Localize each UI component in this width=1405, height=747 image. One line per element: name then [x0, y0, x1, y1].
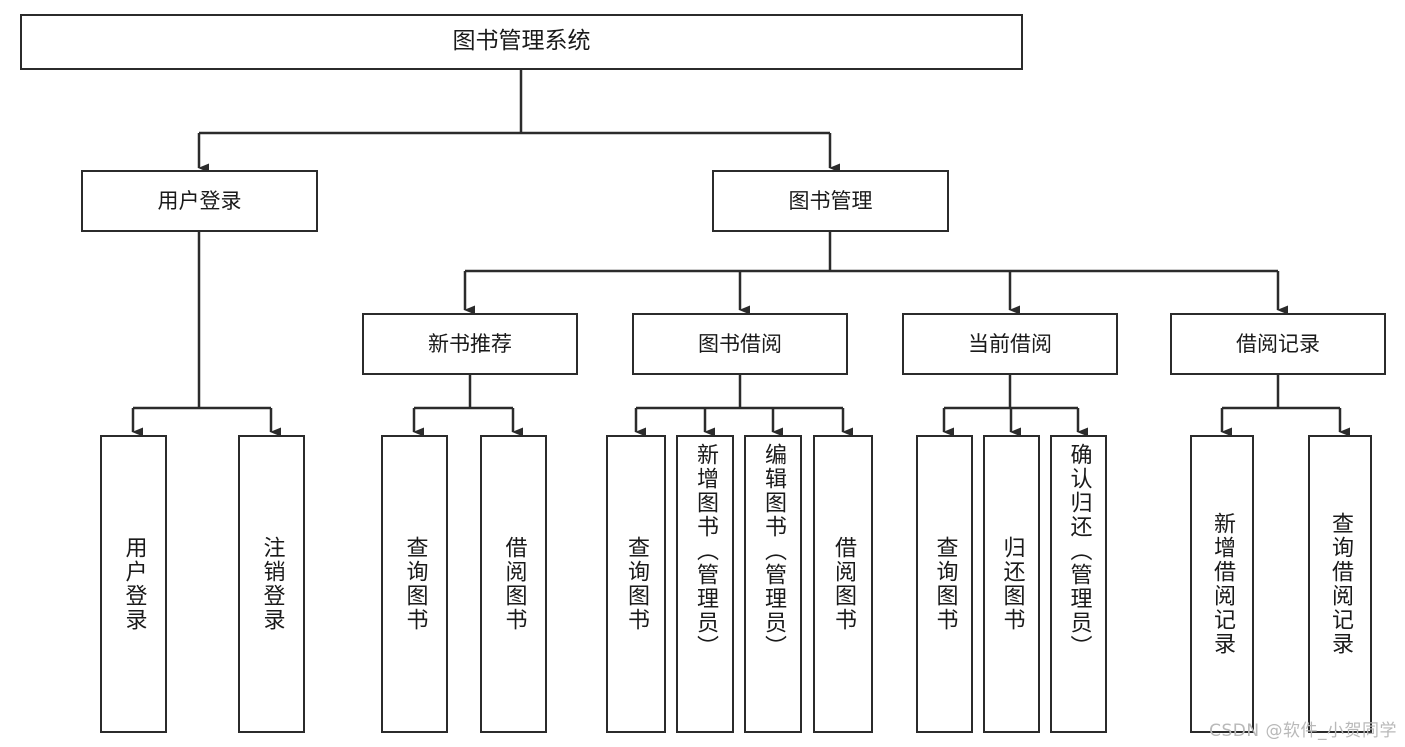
- leaf-edit-book-label: 编辑图书（管理员）: [761, 443, 786, 659]
- node-root[interactable]: 图书管理系统: [20, 14, 1023, 70]
- leaf-borrow-book-2[interactable]: 借阅图书: [813, 435, 873, 733]
- leaf-query-book-1-label: 查询图书: [402, 536, 428, 632]
- leaf-return-book-label: 归还图书: [999, 536, 1025, 632]
- node-book-borrow[interactable]: 图书借阅: [632, 313, 848, 375]
- leaf-add-book[interactable]: 新增图书（管理员）: [676, 435, 734, 733]
- leaf-query-record[interactable]: 查询借阅记录: [1308, 435, 1372, 733]
- leaf-query-record-label: 查询借阅记录: [1328, 512, 1353, 656]
- node-new-book-rec-label: 新书推荐: [428, 331, 512, 356]
- leaf-confirm-return[interactable]: 确认归还（管理员）: [1050, 435, 1107, 733]
- leaf-query-book-3-label: 查询图书: [932, 536, 958, 632]
- node-borrow-record-label: 借阅记录: [1236, 331, 1320, 356]
- node-book-manage-label: 图书管理: [788, 188, 873, 213]
- leaf-edit-book[interactable]: 编辑图书（管理员）: [744, 435, 802, 733]
- leaf-add-record-label: 新增借阅记录: [1210, 512, 1235, 656]
- leaf-borrow-book-1[interactable]: 借阅图书: [480, 435, 547, 733]
- leaf-user-login[interactable]: 用户登录: [100, 435, 167, 733]
- leaf-borrow-book-1-label: 借阅图书: [501, 536, 527, 632]
- leaf-user-logout[interactable]: 注销登录: [238, 435, 305, 733]
- leaf-query-book-2-label: 查询图书: [624, 536, 649, 632]
- leaf-borrow-book-2-label: 借阅图书: [831, 536, 856, 632]
- watermark: CSDN @软件_小贺同学: [1209, 721, 1397, 741]
- leaf-query-book-1[interactable]: 查询图书: [381, 435, 448, 733]
- node-book-manage[interactable]: 图书管理: [712, 170, 949, 232]
- leaf-query-book-3[interactable]: 查询图书: [916, 435, 973, 733]
- node-user-login[interactable]: 用户登录: [81, 170, 318, 232]
- node-current-borrow[interactable]: 当前借阅: [902, 313, 1118, 375]
- leaf-confirm-return-label: 确认归还（管理员）: [1066, 443, 1092, 659]
- leaf-user-logout-label: 注销登录: [259, 536, 285, 632]
- leaf-user-login-label: 用户登录: [121, 536, 147, 632]
- leaf-query-book-2[interactable]: 查询图书: [606, 435, 666, 733]
- node-current-borrow-label: 当前借阅: [968, 331, 1052, 356]
- node-borrow-record[interactable]: 借阅记录: [1170, 313, 1386, 375]
- leaf-add-book-label: 新增图书（管理员）: [693, 443, 718, 659]
- leaf-return-book[interactable]: 归还图书: [983, 435, 1040, 733]
- node-user-login-label: 用户登录: [157, 188, 242, 213]
- node-book-borrow-label: 图书借阅: [698, 331, 782, 356]
- node-new-book-rec[interactable]: 新书推荐: [362, 313, 578, 375]
- node-root-label: 图书管理系统: [452, 28, 591, 55]
- leaf-add-record[interactable]: 新增借阅记录: [1190, 435, 1254, 733]
